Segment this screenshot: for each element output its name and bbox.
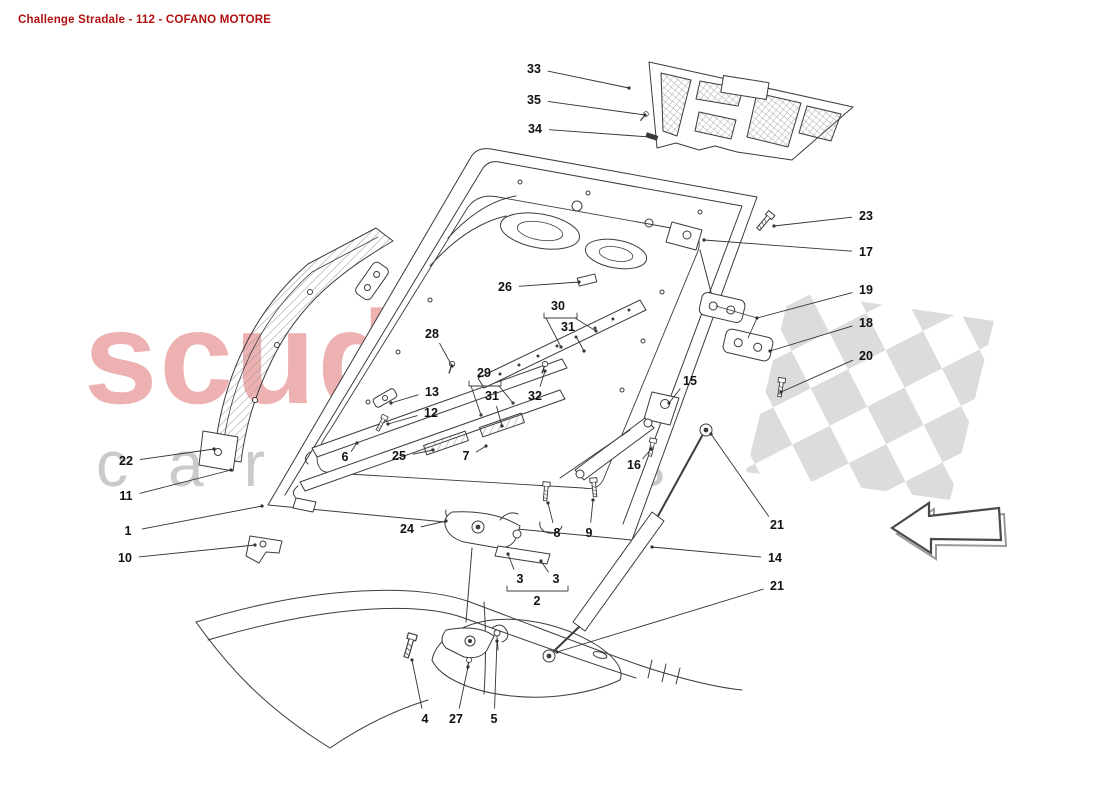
hinge-hardware-right — [665, 210, 787, 398]
vent-panel — [638, 61, 854, 161]
callout-brackets — [468, 305, 758, 592]
latch-assembly — [444, 511, 551, 623]
center-hinge — [541, 391, 680, 502]
side-seal-strip — [198, 227, 394, 472]
lower-latch — [401, 624, 509, 670]
direction-arrow — [889, 500, 1008, 561]
small-fasteners — [245, 359, 550, 564]
page-title: Challenge Stradale - 112 - COFANO MOTORE — [18, 14, 272, 26]
body-section — [195, 589, 743, 749]
gas-strut — [542, 423, 713, 663]
checkered-flag-watermark — [746, 291, 994, 500]
